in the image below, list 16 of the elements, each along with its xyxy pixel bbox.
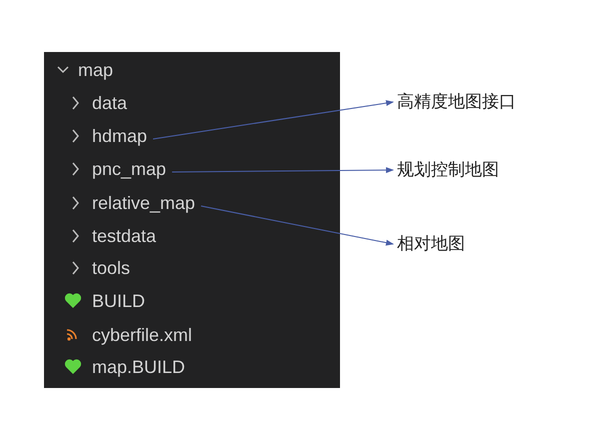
- file-name: hdmap: [92, 125, 148, 147]
- file-name: map.BUILD: [92, 356, 186, 378]
- file-name: cyberfile.xml: [92, 324, 192, 346]
- annotation-label: 规划控制地图: [397, 159, 499, 181]
- annotation-label: 相对地图: [397, 233, 465, 255]
- file-name: map: [78, 59, 114, 81]
- annotation-label: 高精度地图接口: [397, 91, 516, 113]
- file-name: pnc_map: [92, 158, 166, 180]
- arrow: [152, 100, 394, 140]
- file-name: testdata: [92, 225, 156, 247]
- arrow: [172, 167, 394, 174]
- file-name: relative_map: [92, 192, 196, 214]
- file-name: data: [92, 92, 128, 114]
- file-name: BUILD: [92, 290, 146, 312]
- file-name: tools: [92, 257, 130, 279]
- arrow: [200, 206, 394, 246]
